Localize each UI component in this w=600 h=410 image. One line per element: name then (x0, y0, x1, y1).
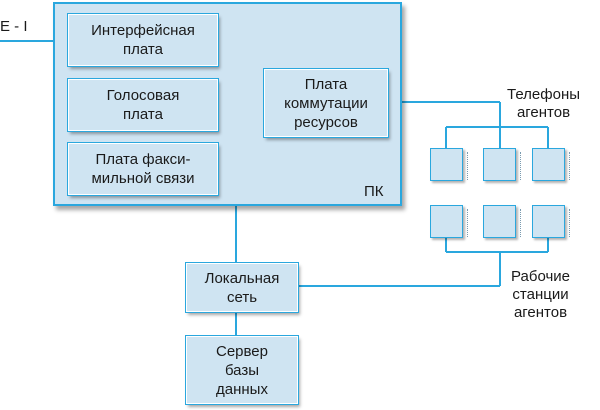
fax-board: Плата факси- мильной связи (68, 143, 218, 195)
agent-phone-3 (532, 148, 570, 181)
database-server-box: Сервер базы данных (186, 336, 298, 404)
agent-workstations-label: Рабочие станции агентов (511, 268, 570, 321)
agent-workstation-3 (532, 205, 570, 238)
voice-board: Голосовая плата (68, 79, 218, 131)
agent-phone-2 (483, 148, 521, 181)
agent-workstation-1 (430, 205, 468, 238)
interface-board: Интерфейсная плата (68, 14, 218, 66)
pc-label: ПК (364, 183, 384, 200)
agent-workstation-2 (483, 205, 521, 238)
external-line-label: E - I (0, 18, 28, 35)
agent-phone-1 (430, 148, 468, 181)
resource-switching-board: Плата коммутации ресурсов (264, 69, 388, 137)
local-network-box: Локальная сеть (186, 263, 298, 312)
agent-phones-label: Телефоны агентов (507, 86, 581, 121)
